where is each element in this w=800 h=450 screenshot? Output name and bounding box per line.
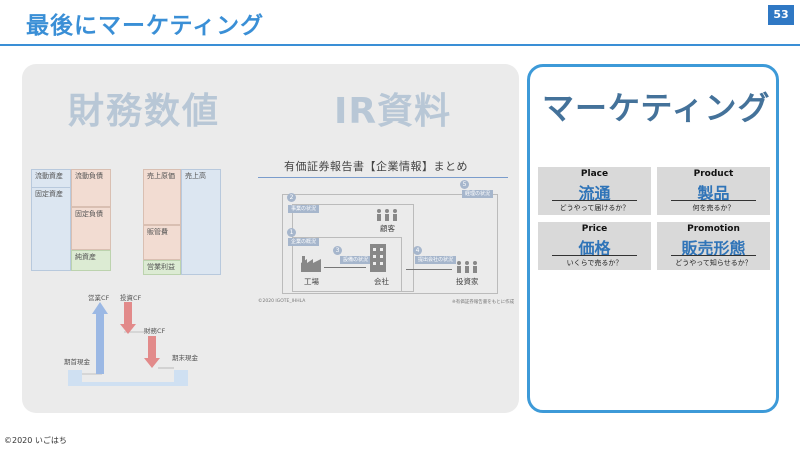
ir-subtitle: 有価証券報告書【企業情報】まとめ <box>284 160 468 173</box>
p-card-price: Price 価格 いくらで売るか？ <box>538 222 651 270</box>
company-building-icon <box>370 244 386 272</box>
cf-financing-label: 財務CF <box>144 327 166 335</box>
pl-sga: 販管費 <box>143 225 181 260</box>
ir-title: IR資料 <box>334 91 452 132</box>
p-card-word: 流通 <box>578 184 611 203</box>
cf-closing-cash-label: 期末現金 <box>172 354 198 362</box>
finance-ir-panel: 財務数値 IR資料 流動資産 固定資産 流動負債 固定負債 純資産 売上原価 販… <box>22 64 519 413</box>
ir-footnote-left: ©2020 IGOTE_IHHLA <box>258 299 306 304</box>
cf-investing-label: 投資CF <box>120 294 142 302</box>
ir-factory-label: 工場 <box>304 277 319 286</box>
ir-num-1: 1 <box>287 228 296 237</box>
p-card-question: どうやって知らせるか？ <box>675 259 752 267</box>
ir-factory-company-arrow <box>324 267 366 268</box>
factory-icon <box>301 256 321 272</box>
ir-num-3: 3 <box>333 246 342 255</box>
ir-company-label: 会社 <box>374 277 389 286</box>
pl-sales: 売上高 <box>181 169 221 275</box>
ir-num-2: 2 <box>287 193 296 202</box>
p-card-head: Promotion <box>687 224 740 234</box>
slide-title: 最後にマーケティング <box>26 13 265 39</box>
ir-investor-label: 投資家 <box>456 277 479 286</box>
financials-title: 財務数値 <box>68 91 221 132</box>
page-number-badge: 53 <box>768 5 794 25</box>
p-card-divider <box>552 200 637 201</box>
p-card-divider <box>552 255 637 256</box>
ir-num-5: 5 <box>460 180 469 189</box>
bs-fixed-liabilities: 固定負債 <box>71 207 111 250</box>
marketing-panel: マーケティング Place 流通 どうやって届けるか？ Product 製品 何… <box>527 64 779 413</box>
bs-net-assets: 純資産 <box>71 250 111 271</box>
bs-fixed-assets: 固定資産 <box>31 187 71 271</box>
ir-outer-frame <box>282 194 498 294</box>
p-card-word: 製品 <box>697 184 730 203</box>
p-card-place: Place 流通 どうやって届けるか？ <box>538 167 651 215</box>
cf-operating-label: 営業CF <box>88 294 110 302</box>
ir-subtitle-rule <box>258 177 508 178</box>
p-card-divider <box>671 200 756 201</box>
p-card-question: いくらで売るか？ <box>566 259 623 267</box>
p-card-promotion: Promotion 販売形態 どうやって知らせるか？ <box>657 222 770 270</box>
p-card-head: Product <box>693 169 734 179</box>
ir-tag-submitter: 提出会社の状況 <box>415 256 457 264</box>
cf-opening-cash-label: 期首現金 <box>64 358 90 366</box>
p-card-divider <box>671 255 756 256</box>
title-underline <box>0 44 800 46</box>
ir-customer-label: 顧客 <box>380 224 395 233</box>
investor-icon <box>457 261 477 273</box>
p-card-word: 販売形態 <box>681 239 746 258</box>
ir-footnote-right: ※有価証券報告書をもとに作成 <box>452 300 515 305</box>
p-card-word: 価格 <box>578 239 611 258</box>
pl-cost-of-sales: 売上原価 <box>143 169 181 225</box>
customer-icon <box>377 209 397 221</box>
ir-company-frame <box>292 237 402 292</box>
p-card-question: どうやって届けるか？ <box>559 204 630 212</box>
cash-flow-diagram <box>68 302 188 386</box>
ir-tag-accounting: 経理の状況 <box>462 190 494 198</box>
p-card-product: Product 製品 何を売るか？ <box>657 167 770 215</box>
p-card-head: Place <box>580 169 609 179</box>
pl-operating-profit: 営業利益 <box>143 260 181 275</box>
ir-tag-overview: 企業の概況 <box>288 238 320 246</box>
ir-tag-business: 事業の状況 <box>288 205 320 213</box>
p-card-head: Price <box>581 224 608 234</box>
p-card-question: 何を売るか？ <box>692 204 735 212</box>
ir-num-4: 4 <box>413 246 422 255</box>
marketing-title: マーケティング <box>542 89 771 127</box>
bs-current-liabilities: 流動負債 <box>71 169 111 207</box>
copyright-footer: ©2020 いごはち <box>4 436 67 445</box>
bs-current-assets: 流動資産 <box>31 169 71 189</box>
ir-company-investor-arrow <box>406 269 452 270</box>
ir-tag-facilities: 設備の状況 <box>340 256 372 264</box>
